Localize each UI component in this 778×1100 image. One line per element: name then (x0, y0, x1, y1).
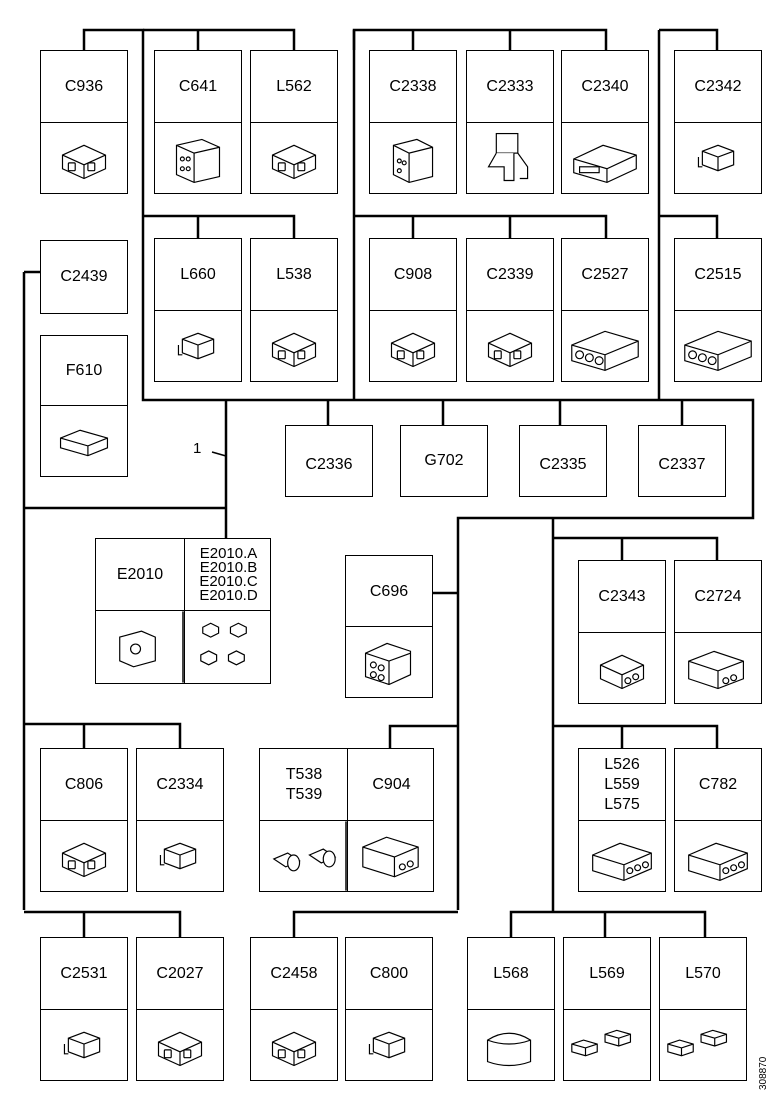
connector-t538-c904: T538 T539 C904 (259, 748, 434, 892)
connector-c2337: C2337 (638, 425, 726, 497)
connector-icon (96, 610, 270, 683)
connector-c2335: C2335 (519, 425, 607, 497)
connector-c908: C908 (369, 238, 457, 382)
connector-c2515: C2515 (674, 238, 762, 382)
connector-icon (137, 1009, 223, 1080)
connector-icon (468, 1009, 554, 1080)
connector-c2458: C2458 (250, 937, 338, 1081)
connector-c641: C641 (154, 50, 242, 194)
connector-l568: L568 (467, 937, 555, 1081)
connector-c936: C936 (40, 50, 128, 194)
connector-icon (41, 820, 127, 891)
connector-icon (675, 820, 761, 891)
connector-icon (562, 122, 648, 193)
connector-icon (251, 1009, 337, 1080)
connector-c2527: C2527 (561, 238, 649, 382)
connector-c2338: C2338 (369, 50, 457, 194)
figure-code: 308870 (758, 1056, 769, 1090)
connector-icon (41, 405, 127, 476)
connector-icon (467, 310, 553, 381)
leader-label: 1 (193, 440, 202, 457)
connector-l526-l559-l575: L526 L559 L575 (578, 748, 666, 892)
connector-icon (137, 820, 223, 891)
connector-icon (41, 1009, 127, 1080)
connector-l562: L562 (250, 50, 338, 194)
connector-icon (675, 310, 761, 381)
connector-icon (370, 122, 456, 193)
connector-icon (370, 310, 456, 381)
connector-c2339: C2339 (466, 238, 554, 382)
connector-icon (564, 1009, 650, 1080)
connector-c800: C800 (345, 937, 433, 1081)
connector-l660: L660 (154, 238, 242, 382)
connector-f610: F610 (40, 335, 128, 477)
connector-icon (346, 626, 432, 697)
connector-icon (251, 310, 337, 381)
connector-c2724: C2724 (674, 560, 762, 704)
connector-c696: C696 (345, 555, 433, 698)
connector-icon (155, 122, 241, 193)
connector-l570: L570 (659, 937, 747, 1081)
connector-g702: G702 (400, 425, 488, 497)
connector-c2334: C2334 (136, 748, 224, 892)
connector-c2333: C2333 (466, 50, 554, 194)
connector-icon (155, 310, 241, 381)
connector-icon (41, 122, 127, 193)
connector-icon (579, 632, 665, 703)
e2010-right: E2010.A E2010.B E2010.C E2010.D (184, 539, 272, 683)
connector-l569: L569 (563, 937, 651, 1081)
connector-l538: L538 (250, 238, 338, 382)
connector-icon (467, 122, 553, 193)
connector-c2439: C2439 (40, 240, 128, 314)
connector-icon (562, 310, 648, 381)
connector-icon (251, 122, 337, 193)
connector-c2343: C2343 (578, 560, 666, 704)
connector-c2027: C2027 (136, 937, 224, 1081)
connector-icon (675, 632, 761, 703)
connector-icon (579, 820, 665, 891)
connector-icon (660, 1009, 746, 1080)
t538-t539: T538 T539 (285, 766, 323, 803)
connector-icon (260, 820, 433, 891)
connector-c2340: C2340 (561, 50, 649, 194)
connector-e2010: E2010 E2010.A E2010.B E2010.C E2010.D (95, 538, 271, 684)
connector-c2336: C2336 (285, 425, 373, 497)
connector-c806: C806 (40, 748, 128, 892)
connector-icon (675, 122, 761, 193)
connector-icon (346, 1009, 432, 1080)
connector-c782: C782 (674, 748, 762, 892)
connector-c2531: C2531 (40, 937, 128, 1081)
connector-c2342: C2342 (674, 50, 762, 194)
e2010-left: E2010 (116, 566, 164, 583)
